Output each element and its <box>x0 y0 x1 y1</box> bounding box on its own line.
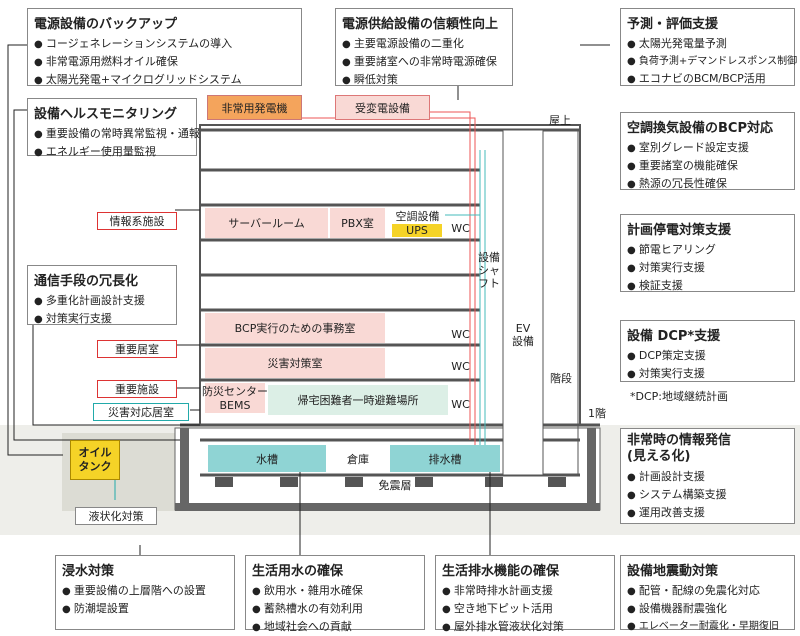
storage-room: 倉庫 <box>347 452 369 466</box>
list-item: 非常時排水計画支援 <box>442 582 608 600</box>
list-item: 節電ヒアリング <box>627 241 788 259</box>
box-power-reliability: 電源供給設備の信頼性向上 主要電源設備の二重化重要諸室への非常時電源確保瞬低対策 <box>335 8 513 86</box>
tag-info-facility: 情報系施設 <box>97 212 177 230</box>
wc-label: WC <box>451 397 470 411</box>
tag-important-facility: 重要施設 <box>97 380 177 398</box>
list-item: エコナビのBCM/BCP活用 <box>627 70 788 88</box>
ev-label: EV 設備 <box>512 322 534 348</box>
list-item: 計画設計支援 <box>627 468 788 486</box>
box-power-backup: 電源設備のバックアップ コージェネレーションシステムの導入非常電源用燃料オイル確… <box>27 8 302 86</box>
server-room: サーバールーム <box>205 208 328 238</box>
isolation-layer: 免震層 <box>378 479 412 492</box>
box-communication: 通信手段の冗長化 多重化計画設計支援対策実行支援 <box>27 265 177 325</box>
liquefaction-label: 液状化対策 <box>75 507 157 525</box>
tag-important-room: 重要居室 <box>97 340 177 358</box>
box-title: 浸水対策 <box>62 564 115 579</box>
box-health-monitoring: 設備ヘルスモニタリング 重要設備の常時異常監視・通報エネルギー使用量監視 <box>27 98 200 158</box>
list-item: 負荷予測+デマンドレスポンス制御 <box>627 53 797 70</box>
aircon-label: 空調設備 <box>395 210 440 223</box>
box-title: 計画停電対策支援 <box>627 223 732 238</box>
box-dcp: 設備 DCP*支援 DCP策定支援対策実行支援 <box>620 320 795 382</box>
list-item: 非常電源用燃料オイル確保 <box>34 53 295 71</box>
oil-tank: オイル タンク <box>70 440 120 480</box>
list-item: 設備機器耐震強化 <box>627 600 788 618</box>
box-info-broadcast: 非常時の情報発信 (見える化) 計画設計支援システム構築支援運用改善支援 <box>620 428 795 524</box>
box-title: 電源供給設備の信頼性向上 <box>342 17 499 32</box>
list-item: エネルギー使用量監視 <box>34 143 190 161</box>
disaster-room: 災害対策室 <box>205 348 385 378</box>
list-item: 主要電源設備の二重化 <box>342 35 506 53</box>
box-title: 設備 DCP*支援 <box>627 329 721 344</box>
drain-tank: 排水槽 <box>390 445 500 472</box>
list-item: 対策実行支援 <box>627 365 788 383</box>
list-item: 太陽光発電+マイクログリッドシステム <box>34 71 295 89</box>
water-tank: 水槽 <box>208 445 326 472</box>
list-item: DCP策定支援 <box>627 347 788 365</box>
tag-disaster-room: 災害対応居室 <box>93 403 189 421</box>
list-item: 対策実行支援 <box>34 310 170 328</box>
box-title: 設備ヘルスモニタリング <box>34 107 178 122</box>
list-item: 瞬低対策 <box>342 71 506 89</box>
shaft-label: 設備 シャフト <box>478 250 500 290</box>
wc-label: WC <box>451 327 470 341</box>
pbx-room: PBX室 <box>330 208 385 238</box>
list-item: 検証支援 <box>627 277 788 295</box>
list-item: 飲用水・雑用水確保 <box>252 582 418 600</box>
list-item: 熱源の冗長性確保 <box>627 175 788 193</box>
list-item: システム構築支援 <box>627 486 788 504</box>
box-water-supply: 生活用水の確保 飲用水・雑用水確保蓄熱槽水の有効利用地域社会への貢献 <box>245 555 425 633</box>
box-title: 非常時の情報発信 (見える化) <box>627 433 732 464</box>
ups-box: UPS <box>392 224 442 237</box>
list-item: 重要設備の上層階への設置 <box>62 582 228 600</box>
list-item: コージェネレーションシステムの導入 <box>34 35 295 53</box>
dcp-note: *DCP:地域継続計画 <box>630 390 728 403</box>
wc-label: WC <box>451 221 470 235</box>
list-item: 配管・配線の免震化対応 <box>627 582 788 600</box>
list-item: 運用改善支援 <box>627 504 788 522</box>
list-item: 室別グレード設定支援 <box>627 139 788 157</box>
list-item: 屋外排水管液状化対策 <box>442 618 608 636</box>
box-title: 通信手段の冗長化 <box>34 274 139 289</box>
stairs-label: 階段 <box>550 372 572 385</box>
list-item: エレベーター耐震化・早期復旧 <box>627 618 788 635</box>
box-title: 設備地震動対策 <box>627 564 719 579</box>
list-item: 多重化計画設計支援 <box>34 292 170 310</box>
list-item: 防潮堤設置 <box>62 600 228 618</box>
box-title: 電源設備のバックアップ <box>34 17 178 32</box>
box-flood: 浸水対策 重要設備の上層階への設置防潮堤設置 <box>55 555 235 630</box>
wc-label: WC <box>451 359 470 373</box>
list-item: 重要諸室への非常時電源確保 <box>342 53 506 71</box>
box-planned-outage: 計画停電対策支援 節電ヒアリング対策実行支援検証支援 <box>620 214 795 292</box>
evacuation-area: 帰宅困難者一時避難場所 <box>268 385 448 415</box>
box-seismic: 設備地震動対策 配管・配線の免震化対応設備機器耐震強化エレベーター耐震化・早期復… <box>620 555 795 632</box>
box-drainage: 生活排水機能の確保 非常時排水計画支援空き地下ピット活用屋外排水管液状化対策 <box>435 555 615 633</box>
list-item: 太陽光発電量予測 <box>627 35 788 53</box>
box-forecast: 予測・評価支援 太陽光発電量予測負荷予測+デマンドレスポンス制御エコナビのBCM… <box>620 8 797 88</box>
bcp-office: BCP実行のための事務室 <box>205 313 385 343</box>
substation-room: 受変電設備 <box>335 95 430 120</box>
floor1-label: 1階 <box>588 407 606 420</box>
list-item: 蓄熱槽水の有効利用 <box>252 600 418 618</box>
list-item: 重要設備の常時異常監視・通報 <box>34 125 200 143</box>
rooftop-label: 屋上 <box>549 114 571 127</box>
list-item: 重要諸室の機能確保 <box>627 157 788 175</box>
box-title: 予測・評価支援 <box>627 17 719 32</box>
bousai-center: 防災センター <box>202 383 268 398</box>
bems-label: BEMS <box>205 398 265 413</box>
list-item: 地域社会への貢献 <box>252 618 418 636</box>
box-title: 生活用水の確保 <box>252 564 344 579</box>
generator-room: 非常用発電機 <box>207 95 302 120</box>
box-hvac-bcp: 空調換気設備のBCP対応 室別グレード設定支援重要諸室の機能確保熱源の冗長性確保 <box>620 112 795 190</box>
list-item: 空き地下ピット活用 <box>442 600 608 618</box>
list-item: 対策実行支援 <box>627 259 788 277</box>
box-title: 生活排水機能の確保 <box>442 564 560 579</box>
box-title: 空調換気設備のBCP対応 <box>627 121 773 136</box>
